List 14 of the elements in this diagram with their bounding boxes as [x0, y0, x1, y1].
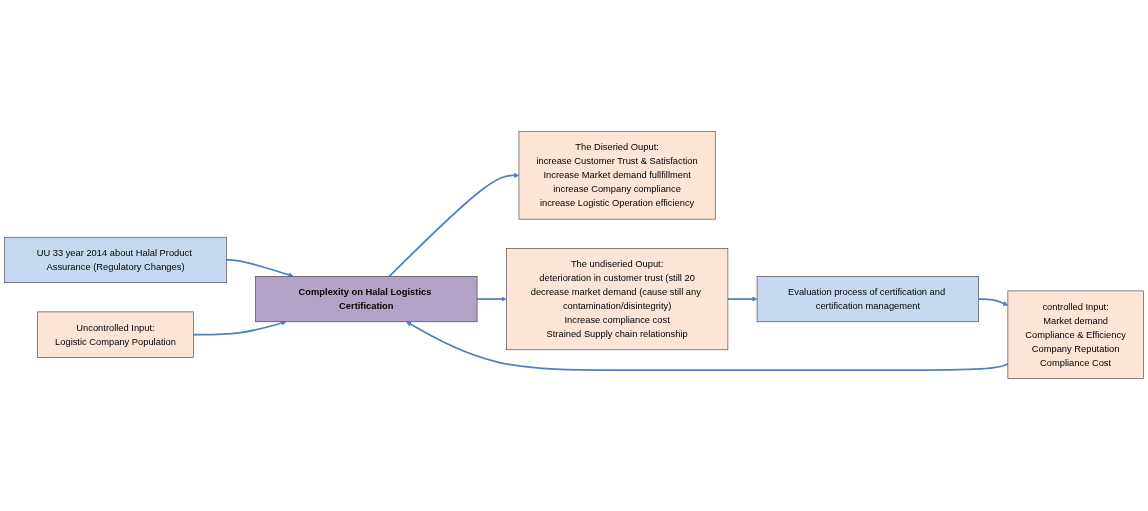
- arrow: [225, 259, 294, 278]
- node-box: Complexity on Halal Logistics Certification: [255, 276, 478, 323]
- node-box: The undiseried Ouput: deterioration in customer trust (still 20 decrease market demand (cause still any contamination/disintegrity) Increase compliance cost Strained Supply chain relationship: [505, 248, 729, 351]
- node-box: UU 33 year 2014 about Halal Product Assurance (Regulatory Changes): [4, 237, 227, 284]
- arrow: [406, 322, 1009, 372]
- arrow: [476, 296, 507, 303]
- arrow: [977, 298, 1009, 307]
- arrow: [388, 173, 520, 278]
- node-box: controlled Input: Market demand Compliance & Efficiency Company Reputation Compliance Cost: [1007, 291, 1144, 380]
- node-box: The Diseried Ouput: increase Customer Trust & Satisfaction Increase Market demand fullfillment increase Company compliance increase Logistic Operation efficiency: [518, 131, 716, 220]
- node-box: Uncontrolled Input: Logistic Company Population: [37, 312, 194, 359]
- node-box: Evaluation process of certification and certification management: [756, 276, 979, 323]
- arrow: [727, 296, 758, 303]
- arrow: [192, 321, 287, 336]
